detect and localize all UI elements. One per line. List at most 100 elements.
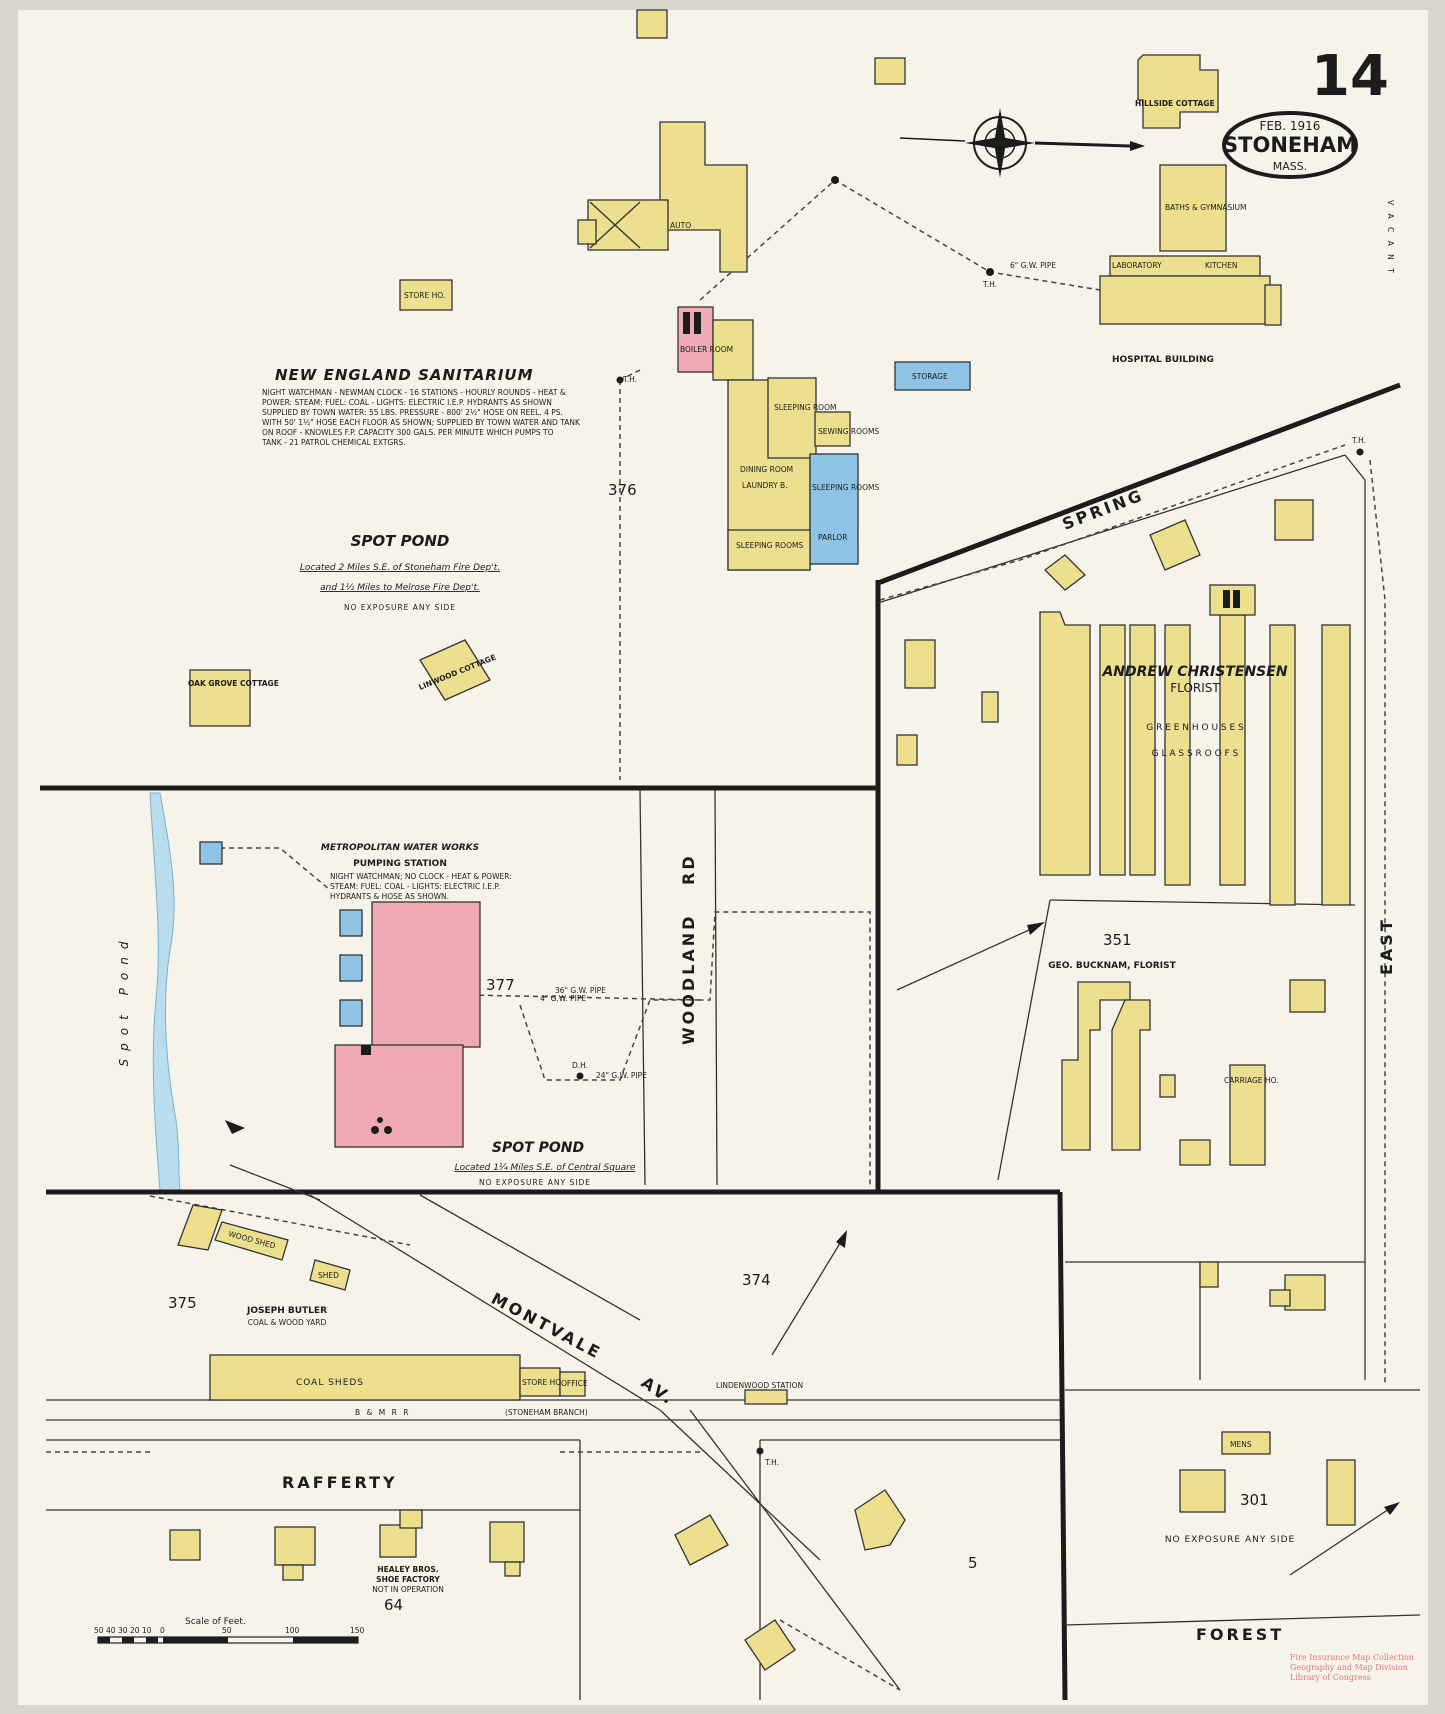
water-pipes [46, 176, 1386, 1691]
hydrant-label-th-2: T.H. [622, 375, 637, 384]
label-sleeping-rooms-2: SLEEPING ROOMS [812, 483, 879, 492]
svg-text:SUPPLIED BY TOWN WATER: 55 LBS: SUPPLIED BY TOWN WATER: 55 LBS. PRESSURE… [262, 408, 563, 417]
block-374: 374 [742, 1271, 771, 1289]
sheet-date: FEB. 1916 [1260, 119, 1321, 133]
greenhouses [896, 499, 1351, 906]
spot-pond-water [149, 792, 181, 1191]
spot-pond-upper-line2: and 1½ Miles to Melrose Fire Dep't. [320, 583, 480, 593]
svg-text:50: 50 [94, 1626, 104, 1635]
label-lindenwood-station: LINDENWOOD STATION [716, 1381, 803, 1390]
svg-text:100: 100 [285, 1626, 300, 1635]
scale-ticks: 50 40 30 20 10 0 50 100 150 [94, 1626, 365, 1635]
svg-text:ON ROOF - KNOWLES F.P. CAPACIT: ON ROOF - KNOWLES F.P. CAPACITY 300 GALS… [262, 428, 554, 437]
bucknam-label: GEO. BUCKNAM, FLORIST [1048, 961, 1176, 971]
healey-name: HEALEY BROS. [377, 1565, 438, 1574]
svg-text:50: 50 [222, 1626, 232, 1635]
label-shed: SHED [318, 1271, 339, 1280]
glass-roofs: G L A S S R O O F S [1152, 749, 1239, 759]
label-sewing: SEWING ROOMS [818, 427, 879, 436]
svg-text:0: 0 [160, 1626, 165, 1635]
butler-yard [177, 1204, 788, 1405]
label-store-ho-2: STORE HO. [522, 1378, 563, 1387]
label-mens: MENS [1230, 1440, 1252, 1449]
spot-pond-lower-line2: NO EXPOSURE ANY SIDE [479, 1178, 591, 1187]
healey-shoe-factory: SHOE FACTORY [376, 1575, 440, 1584]
pipe-label-36gw: 36" G.W. PIPE [555, 986, 606, 995]
svg-text:150: 150 [350, 1626, 365, 1635]
spot-pond-lower-line1: Located 1¼ Miles S.E. of Central Square [455, 1163, 636, 1173]
block-351: 351 [1103, 931, 1132, 949]
label-hospital-building: HOSPITAL BUILDING [1112, 355, 1214, 365]
waterworks-note1: NIGHT WATCHMAN; NO CLOCK - HEAT & POWER: [330, 872, 512, 881]
town-name: STONEHAM [1223, 133, 1357, 157]
label-laboratory: LABORATORY [1112, 261, 1162, 270]
waterworks-title1: METROPOLITAN WATER WORKS [321, 843, 479, 853]
block-375: 375 [168, 1294, 197, 1312]
dwellings-east [1179, 1261, 1356, 1526]
block-64: 64 [384, 1596, 403, 1614]
spot-pond-lower-title: SPOT POND [492, 1140, 584, 1156]
street-woodland: WOODLAND [679, 914, 698, 1045]
pumping-station-buildings [199, 841, 481, 1148]
block-376: 376 [608, 481, 637, 499]
svg-text:20: 20 [130, 1626, 140, 1635]
dwellings-rafferty [169, 1489, 906, 1671]
sanitarium-title: NEW ENGLAND SANITARIUM [275, 366, 534, 384]
pipe-label-4gw: 4" G.W. PIPE [540, 994, 586, 1003]
sanitarium-buildings [399, 9, 971, 571]
svg-text:Geography and Map Division: Geography and Map Division [1290, 1663, 1408, 1672]
state-name: MASS. [1273, 160, 1307, 173]
svg-text:Library of Congress: Library of Congress [1290, 1673, 1371, 1682]
label-coal-sheds: COAL SHEDS [296, 1378, 364, 1388]
library-credit: Fire Insurance Map Collection Geography … [1290, 1653, 1414, 1682]
railroad-branch: (STONEHAM BRANCH) [505, 1408, 588, 1417]
label-kitchen: KITCHEN [1205, 261, 1238, 270]
christensen-florist: FLORIST [1170, 681, 1220, 695]
scale-bar [97, 1636, 359, 1644]
railroad-bmrr: B & M R R [355, 1408, 410, 1417]
scale-label: Scale of Feet. [185, 1617, 246, 1627]
svg-text:NIGHT WATCHMAN - NEWMAN CLOCK: NIGHT WATCHMAN - NEWMAN CLOCK - 16 STATI… [262, 388, 566, 397]
svg-text:POWER: STEAM: FUEL: COAL - LIG: POWER: STEAM: FUEL: COAL - LIGHTS: ELECT… [262, 398, 552, 407]
svg-text:10: 10 [142, 1626, 152, 1635]
spot-pond-upper-line1: Located 2 Miles S.E. of Stoneham Fire De… [300, 563, 500, 573]
label-oak-grove: OAK GROVE COTTAGE [188, 679, 279, 688]
label-auto: AUTO [670, 221, 691, 230]
svg-text:40: 40 [106, 1626, 116, 1635]
street-forest: FOREST [1196, 1625, 1284, 1644]
spot-pond-upper-line3: NO EXPOSURE ANY SIDE [344, 603, 456, 612]
hospital-complex [189, 54, 1282, 727]
block-5: 5 [968, 1554, 978, 1572]
street-rafferty: RAFFERTY [282, 1473, 398, 1492]
compass-rose-icon [899, 108, 1145, 178]
label-baths-gym: BATHS & GYMNASIUM [1165, 203, 1246, 212]
pipe-label-6gw: 6" G.W. PIPE [1010, 261, 1056, 270]
svg-text:Fire Insurance Map Collection: Fire Insurance Map Collection [1290, 1653, 1414, 1662]
label-boiler-room: BOILER ROOM [680, 345, 733, 354]
christensen-name: ANDREW CHRISTENSEN [1101, 664, 1287, 680]
label-no-exposure-301: NO EXPOSURE ANY SIDE [1165, 1535, 1295, 1545]
label-parlor: PARLOR [818, 533, 847, 542]
svg-text:WITH 50' 1½" HOSE EACH FLOOR A: WITH 50' 1½" HOSE EACH FLOOR AS SHOWN; S… [262, 418, 581, 427]
block-377: 377 [486, 976, 515, 994]
spot-pond-water-label: Spot Pond [117, 934, 131, 1067]
hydrant-label-th-1: T.H. [982, 280, 997, 289]
title-cartouche [1222, 111, 1358, 179]
north-arrow-icon [225, 922, 1400, 1576]
label-sleeping-room-1: SLEEPING ROOM [774, 403, 836, 412]
sheet-number: 14 [1311, 44, 1389, 109]
label-vacant: V A C A N T [1386, 200, 1395, 276]
hydrant-label-th-3: T.H. [1351, 436, 1366, 445]
label-store-ho-1: STORE HO. [404, 291, 445, 300]
label-dining: DINING ROOM [740, 465, 793, 474]
hydrant-label-dh: D.H. [572, 1061, 588, 1070]
svg-text:30: 30 [118, 1626, 128, 1635]
label-hillside-cottage: HILLSIDE COTTAGE [1135, 99, 1215, 108]
bucknam-buildings [1061, 979, 1326, 1166]
label-office: OFFICE [561, 1379, 588, 1388]
butler-name: JOSEPH BUTLER [246, 1306, 327, 1316]
label-carriage-ho: CARRIAGE HO. [1224, 1076, 1279, 1085]
butler-coal-wood: COAL & WOOD YARD [248, 1318, 327, 1327]
waterworks-note2: STEAM: FUEL: COAL - LIGHTS: ELECTRIC I.E… [330, 882, 500, 891]
